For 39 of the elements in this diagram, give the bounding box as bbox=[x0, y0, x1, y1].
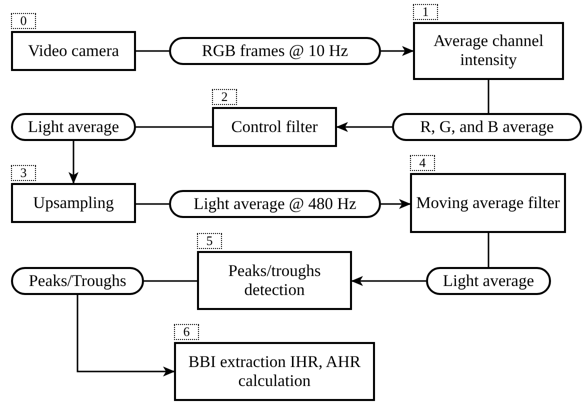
connector-arrow bbox=[336, 122, 392, 132]
data-pill bbox=[169, 37, 381, 65]
node-label: BBI extraction IHR, AHR calculation bbox=[187, 352, 362, 390]
data-pill bbox=[11, 267, 144, 295]
node-label: R, G, and B average bbox=[420, 118, 554, 136]
step-number: 4 bbox=[410, 155, 435, 171]
process-box bbox=[410, 173, 566, 233]
node-label: Control filter bbox=[231, 118, 318, 136]
node-label: Moving average filter bbox=[416, 194, 560, 212]
node-label: Average channel intensity bbox=[432, 32, 545, 70]
step-number: 6 bbox=[174, 324, 199, 340]
node-label: Upsampling bbox=[33, 194, 114, 212]
connector-arrow bbox=[351, 276, 426, 286]
node-label: Peaks/Troughs bbox=[28, 272, 126, 290]
node-label: Light average bbox=[28, 118, 120, 136]
data-pill bbox=[11, 113, 136, 141]
step-number: 5 bbox=[197, 233, 222, 249]
process-box bbox=[11, 31, 136, 71]
node-label: Peaks/troughs detection bbox=[227, 262, 322, 300]
step-number: 2 bbox=[212, 89, 237, 105]
data-pill bbox=[392, 113, 582, 141]
step-number: 1 bbox=[413, 4, 438, 20]
node-label: Light average @ 480 Hz bbox=[194, 194, 356, 214]
node-label: RGB frames @ 10 Hz bbox=[202, 42, 348, 60]
data-pill bbox=[426, 267, 551, 295]
process-box bbox=[11, 183, 136, 223]
node-label: Video camera bbox=[28, 42, 120, 60]
process-box bbox=[197, 251, 352, 310]
process-box bbox=[174, 342, 375, 401]
node-label: Light average bbox=[442, 272, 534, 290]
connector-arrow bbox=[68, 141, 78, 184]
process-box bbox=[413, 22, 564, 80]
process-box bbox=[212, 107, 337, 147]
data-pill bbox=[169, 190, 381, 218]
connector-arrow bbox=[381, 199, 411, 209]
connector-arrow bbox=[381, 46, 414, 56]
connector-arrow bbox=[76, 295, 175, 376]
step-number: 0 bbox=[11, 13, 36, 29]
step-number: 3 bbox=[11, 165, 36, 181]
